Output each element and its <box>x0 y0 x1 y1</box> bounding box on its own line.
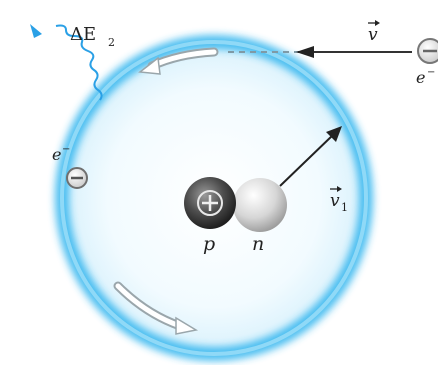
incoming-velocity-symbol: v <box>368 25 378 45</box>
incoming-electron-trajectory <box>228 46 412 58</box>
incoming-velocity-arrowhead <box>296 46 314 58</box>
neutron-velocity-label: v 1 <box>330 186 348 214</box>
incoming-electron <box>417 38 438 64</box>
photon-arrowhead <box>30 24 42 38</box>
incoming-electron-label: e − <box>416 67 435 87</box>
orbit-electron-label: e − <box>52 144 70 164</box>
orbit-direction-arrow-bottom <box>113 281 199 335</box>
orbit-electron-charge: − <box>62 144 70 155</box>
orbit-electron-symbol: e <box>52 145 61 164</box>
incoming-velocity-label: v <box>368 20 380 45</box>
photon-energy-subscript: 2 <box>108 36 115 49</box>
photon-energy-label: ΔE 2 <box>70 24 115 49</box>
orbit-electron <box>66 167 88 189</box>
neutron-velocity-arrow <box>279 126 342 187</box>
emitted-photon <box>30 24 103 101</box>
proton-label: p <box>203 233 215 255</box>
orbit-direction-arrow-top <box>138 47 219 75</box>
neutron <box>233 178 287 232</box>
incoming-electron-symbol: e <box>416 68 425 87</box>
plus-icon <box>197 190 223 216</box>
neutron-velocity-symbol: v <box>330 191 340 211</box>
incoming-electron-charge: − <box>427 67 435 78</box>
neutron-velocity-subscript: 1 <box>341 201 348 214</box>
neutron-label: n <box>252 233 264 255</box>
nucleus <box>184 177 287 232</box>
photon-energy-symbol: ΔE <box>70 24 96 45</box>
